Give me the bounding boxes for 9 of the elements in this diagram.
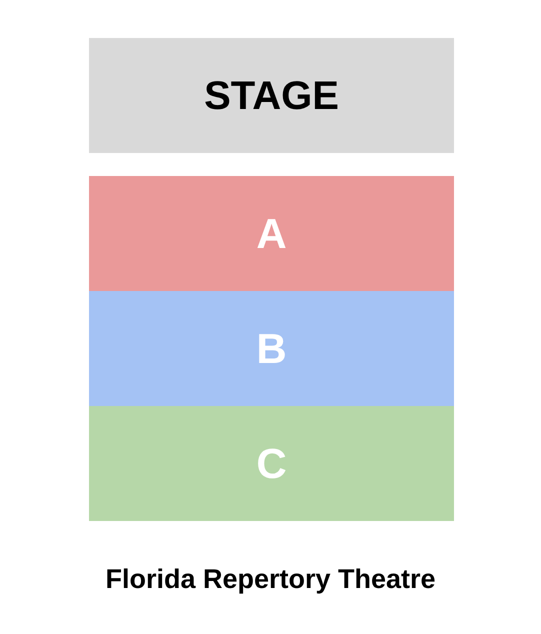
stage-area (89, 38, 454, 153)
caption-text: Florida Repertory Theatre (105, 564, 436, 594)
section-label: B (256, 328, 287, 370)
section-label: A (256, 212, 287, 254)
seating-section (89, 406, 454, 521)
stage-label: STAGE (204, 76, 339, 116)
seating-section (89, 291, 454, 406)
section-label: C (256, 442, 287, 484)
seating-section (89, 176, 454, 291)
